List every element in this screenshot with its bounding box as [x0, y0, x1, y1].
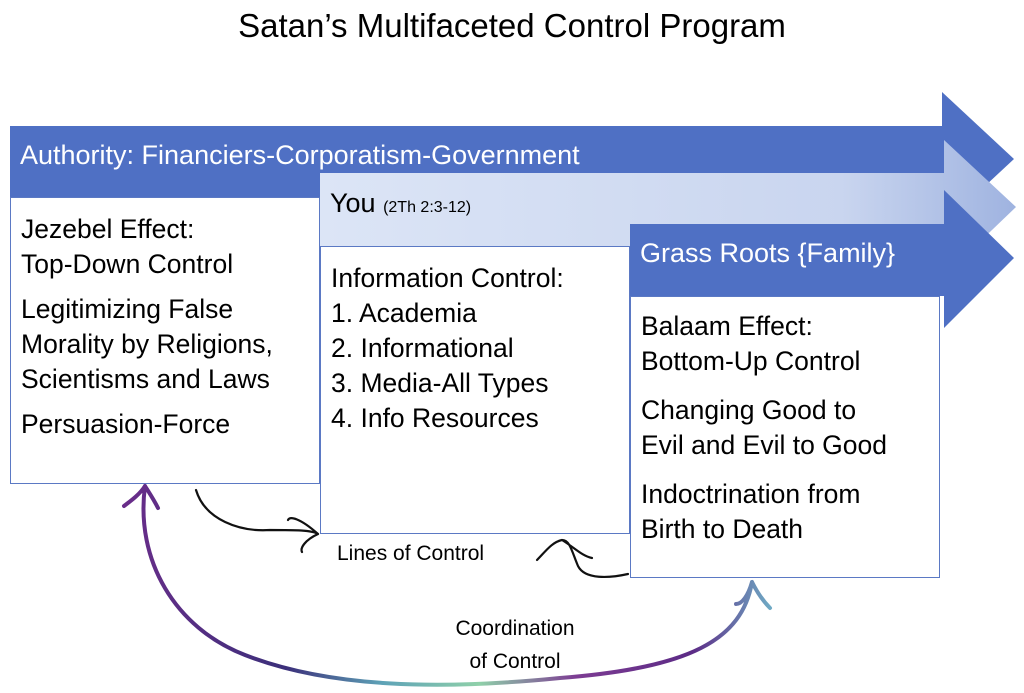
coordination-label-line: Coordination [455, 617, 575, 640]
information-control-list: Information Control: 1. Academia 2. Info… [331, 261, 629, 436]
grass-roots-box: Balaam Effect: Bottom-Up Control Changin… [630, 296, 940, 578]
authority-item: Legitimizing False Morality by Religions… [21, 292, 319, 397]
grass-roots-item-line: Evil and Evil to Good [641, 430, 887, 460]
authority-item-line: Legitimizing False [21, 294, 234, 324]
grass-roots-banner-label: Grass Roots {Family} [640, 238, 896, 268]
coordination-of-control-label: Coordination of Control [420, 616, 610, 675]
authority-item-line: Persuasion-Force [21, 409, 231, 439]
authority-box: Jezebel Effect: Top-Down Control Legitim… [10, 197, 320, 484]
you-banner-label: You (2Th 2:3-12) [330, 186, 471, 225]
grass-roots-item: Indoctrination from Birth to Death [641, 477, 939, 547]
grass-roots-item: Balaam Effect: Bottom-Up Control [641, 309, 939, 379]
information-control-heading: Information Control: [331, 263, 564, 293]
information-control-item: 2. Informational [331, 333, 514, 363]
authority-item-line: Top-Down Control [21, 249, 234, 279]
authority-item-line: Jezebel Effect: [21, 214, 195, 244]
grass-roots-item-line: Balaam Effect: [641, 311, 813, 341]
scripture-reference: (2Th 2:3-12) [383, 199, 472, 216]
you-box: Information Control: 1. Academia 2. Info… [320, 246, 630, 534]
information-control-item: 1. Academia [331, 298, 477, 328]
you-label: You [330, 188, 376, 218]
grass-roots-item: Changing Good to Evil and Evil to Good [641, 393, 939, 463]
information-control-item: 3. Media-All Types [331, 368, 549, 398]
lines-of-control-label: Lines of Control [337, 542, 485, 565]
authority-item-line: Scientisms and Laws [21, 364, 270, 394]
authority-item: Persuasion-Force [21, 407, 319, 442]
authority-item: Jezebel Effect: Top-Down Control [21, 212, 319, 282]
authority-item-line: Morality by Religions, [21, 329, 273, 359]
grass-roots-item-line: Indoctrination from [641, 479, 861, 509]
grass-roots-item-line: Bottom-Up Control [641, 346, 861, 376]
coordination-label-line: of Control [469, 650, 561, 673]
grass-roots-banner-arrow [630, 190, 1014, 328]
information-control-item: 4. Info Resources [331, 403, 539, 433]
grass-roots-item-line: Birth to Death [641, 514, 804, 544]
authority-banner-label: Authority: Financiers-Corporatism-Govern… [20, 140, 580, 170]
grass-roots-item-line: Changing Good to [641, 395, 857, 425]
diagram-title: Satan’s Multifaceted Control Program [238, 7, 786, 44]
